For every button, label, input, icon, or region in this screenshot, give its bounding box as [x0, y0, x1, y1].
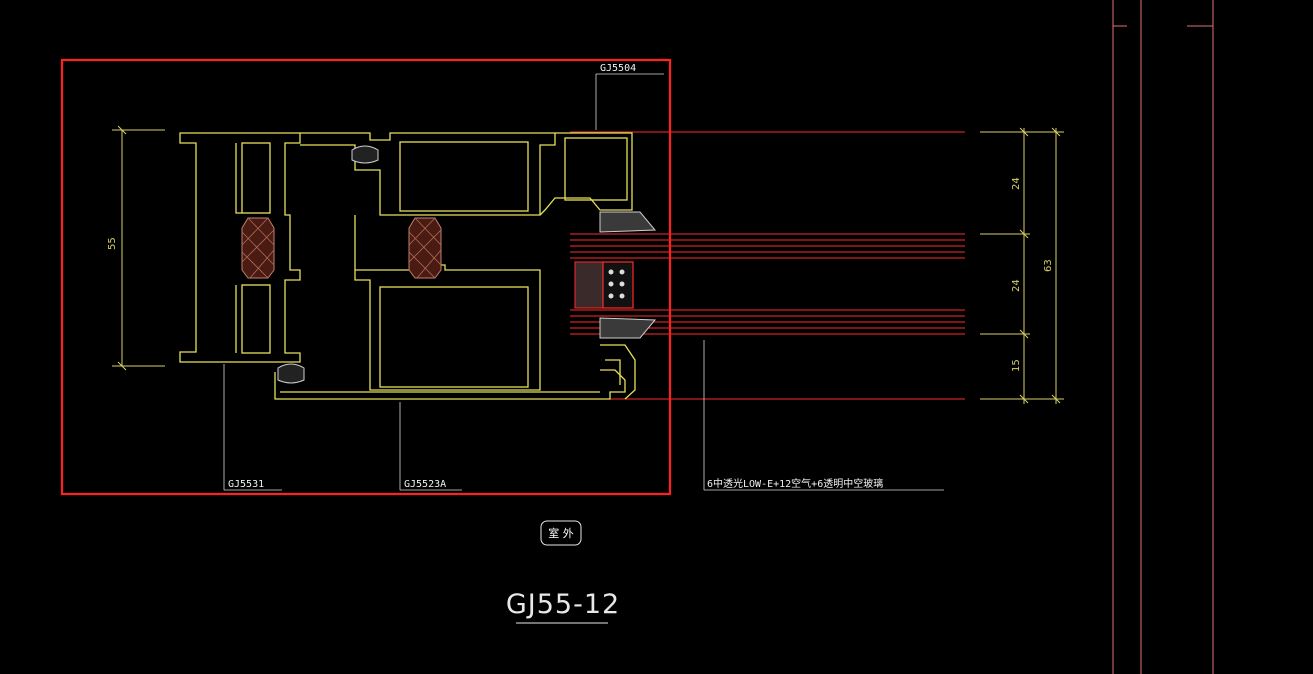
dimension-left: [112, 125, 165, 371]
window-profile: [179, 132, 636, 400]
dim-frame-height: 55: [107, 237, 118, 250]
dim-seg-bottom: 15: [1011, 359, 1022, 372]
gaskets: [277, 145, 657, 384]
selection-box[interactable]: [60, 58, 672, 496]
dimension-right: [980, 127, 1064, 404]
label-bottom-left-profile: GJ5531: [228, 479, 264, 490]
label-bottom-mid-profile: GJ5523A: [404, 479, 446, 490]
glass-lines: [570, 131, 965, 400]
leader-lines: [223, 73, 944, 491]
location-tag-frame: [540, 520, 582, 546]
dim-seg-mid: 24: [1011, 279, 1022, 292]
sheet-border: [1112, 0, 1214, 674]
thermal-break-left: [241, 217, 275, 279]
dim-total: 63: [1043, 259, 1054, 272]
label-top-profile: GJ5504: [600, 63, 636, 74]
drawing-title: GJ55-12: [506, 589, 620, 620]
label-glass-spec: 6中透光LOW-E+12空气+6透明中空玻璃: [707, 477, 883, 490]
location-tag: 室 外: [548, 526, 574, 540]
dim-seg-top: 24: [1011, 177, 1022, 190]
glass-spacer: [574, 261, 634, 309]
thermal-break-right: [408, 217, 442, 279]
